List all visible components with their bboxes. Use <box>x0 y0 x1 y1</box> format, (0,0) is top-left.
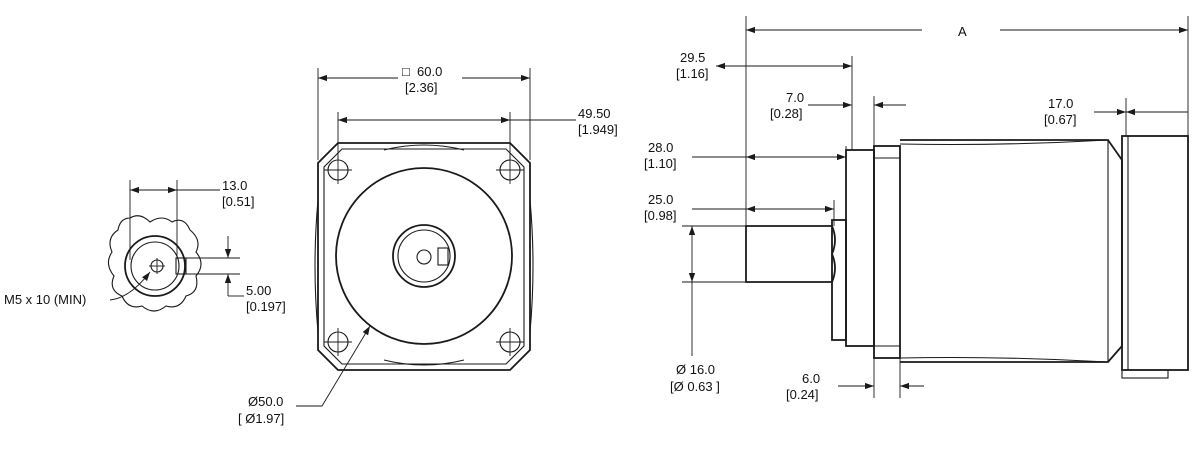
bolt-hole-tr <box>496 156 524 184</box>
shaft-outer <box>392 224 456 288</box>
bolt-hole-bl <box>324 328 352 356</box>
side-view: A 29.5 [1.16] 7.0 [0.28] 17.0 [0.67] 28.… <box>644 16 1189 402</box>
body-top-edge <box>899 139 1109 146</box>
dim-pilot-inch: [ Ø1.97] <box>238 411 284 426</box>
housing-arc-left <box>314 199 319 333</box>
dim-16-label: Ø 16.0 <box>676 362 715 377</box>
pilot-boss <box>845 149 875 347</box>
dim-28-label: 28.0 <box>648 140 673 155</box>
dim-60-label: 60.0 <box>417 64 442 79</box>
shaft-inner-circle <box>130 241 180 291</box>
shaft <box>745 225 836 283</box>
dim-29-inch: [1.16] <box>676 66 709 81</box>
motor-body <box>900 139 1123 363</box>
end-cap <box>1121 135 1189 371</box>
body-bottom-edge <box>899 356 1109 363</box>
shaft-outer-circle <box>124 235 186 297</box>
pilot-leader <box>296 325 371 407</box>
dim-17-inch: [0.67] <box>1044 112 1077 127</box>
thread-label: M5 x 10 (MIN) <box>4 292 86 307</box>
dim-A-label: A <box>958 24 967 39</box>
square-symbol: □ <box>402 64 410 79</box>
shaft-inner <box>397 229 451 283</box>
pilot-circle <box>335 167 513 345</box>
housing-arc-bottom <box>383 359 465 366</box>
dim-13-label: 13.0 <box>222 178 247 193</box>
dim-6-label: 6.0 <box>802 371 820 386</box>
bolt-hole-br <box>496 328 524 356</box>
dim-pilot-label: Ø50.0 <box>248 394 283 409</box>
dim-6-inch: [0.24] <box>786 387 819 402</box>
dim-60-inch: [2.36] <box>405 80 438 95</box>
dim-28-inch: [1.10] <box>644 156 677 171</box>
shaft-end-wavy-outline <box>107 215 202 312</box>
dim-17-label: 17.0 <box>1048 96 1073 111</box>
dim-13-inch: [0.51] <box>222 194 255 209</box>
flange <box>873 145 901 359</box>
flange-outer <box>317 142 531 371</box>
dim-29-label: 29.5 <box>680 50 705 65</box>
shaft-hole <box>416 249 432 265</box>
dim-5-label: 5.00 <box>246 283 271 298</box>
housing-arc-top <box>383 144 465 151</box>
housing-arc-right <box>529 199 534 333</box>
thread-leader <box>109 271 151 301</box>
dim-5-inch: [0.197] <box>246 299 286 314</box>
dim-49-label: 49.50 <box>578 106 611 121</box>
end-view: 13.0 [0.51] 5.00 [0.197] M5 x 10 (MIN) <box>4 178 286 314</box>
key-slot <box>175 257 187 275</box>
connector-tab <box>1121 369 1169 379</box>
dim-25-label: 25.0 <box>648 192 673 207</box>
bolt-hole-tl <box>324 156 352 184</box>
dim-7-label: 7.0 <box>786 90 804 105</box>
dim-25-inch: [0.98] <box>644 208 677 223</box>
dim-49-inch: [1.949] <box>578 122 618 137</box>
front-view: □ 60.0 [2.36] 49.50 [1.949] Ø50.0 [ Ø1.9… <box>238 64 618 426</box>
dim-7-inch: [0.28] <box>770 106 803 121</box>
dim-16-inch: [Ø 0.63 ] <box>670 379 720 394</box>
shaft-key-slot <box>437 247 449 266</box>
flange-inner <box>323 148 525 365</box>
